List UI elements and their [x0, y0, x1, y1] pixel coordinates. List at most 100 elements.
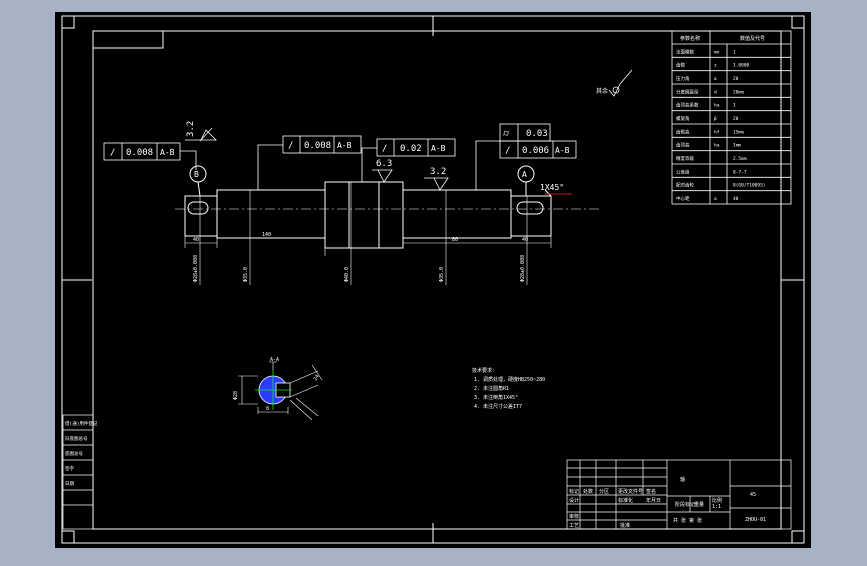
diameter-1: Φ28±0.008: [193, 255, 199, 282]
svg-text:批准: 批准: [620, 522, 630, 529]
roughness-1: [185, 127, 217, 142]
gear-table-cell: mn: [714, 50, 720, 55]
gear-table-cell: 齿根高: [676, 128, 690, 135]
section-view: [238, 361, 323, 421]
svg-text:分区: 分区: [599, 488, 609, 495]
gear-table-header-value: 数值及代号: [740, 35, 765, 42]
gear-table-cell: 40: [733, 196, 739, 202]
svg-text:轴: 轴: [680, 476, 685, 483]
gear-parameter-table: [671, 30, 792, 205]
roughness-2: [372, 169, 393, 183]
gear-table-cell: hf: [714, 129, 720, 135]
gear-table-cell: d: [714, 89, 717, 95]
gear-table-cell: β: [714, 116, 717, 122]
length-1: 40: [193, 237, 199, 243]
gear-table-cell: 20: [733, 116, 739, 122]
svg-text:标准化: 标准化: [618, 497, 633, 504]
side-stamp-label: 旧底图总号: [65, 435, 88, 442]
fcf-2-datum: A-B: [337, 141, 352, 150]
gear-table-cell: 公差组: [676, 168, 690, 175]
gear-table-cell: 1: [733, 49, 736, 55]
fcf-4: [475, 123, 577, 190]
diameter-2: Φ35.0: [243, 267, 249, 282]
gear-table-cell: 齿顶高系数: [676, 102, 699, 109]
datum-b: B: [189, 165, 207, 197]
center-marks: [62, 16, 804, 543]
svg-text:年月日: 年月日: [646, 497, 661, 504]
side-stamp-label: 签字: [65, 465, 74, 472]
fcf-1-symbol: /: [110, 148, 115, 158]
svg-text:45: 45: [750, 492, 756, 498]
fcf-2-tol: 0.008: [304, 141, 331, 151]
diameter-4: Φ35.0: [439, 267, 445, 282]
section-keyway: 8: [266, 406, 269, 412]
fcf-4a-tol: 0.03: [526, 129, 548, 139]
inner-frame: [92, 30, 782, 530]
gear-table-cell: ha: [714, 143, 720, 149]
roughness-3-value: 3.2: [430, 167, 446, 177]
shaft-main-view: [184, 181, 552, 249]
svg-text:技术要求：: 技术要求：: [472, 367, 497, 374]
section-diameter: Φ28: [233, 391, 239, 400]
gear-table-cell: 1.0000: [733, 63, 750, 69]
length-4: 40: [522, 237, 528, 243]
svg-text:设计: 设计: [569, 497, 579, 504]
svg-text:标记: 标记: [569, 488, 579, 495]
fcf-2-symbol: /: [288, 141, 293, 151]
gear-table-cell: 1: [733, 103, 736, 109]
side-stamp-label: 日期: [65, 481, 74, 487]
roughness-2-value: 6.3: [376, 159, 392, 169]
gear-table-cell: 配对齿轮: [676, 182, 694, 189]
svg-text:比例: 比例: [712, 497, 722, 504]
side-stamp-label: 借(通)用件登记: [65, 420, 98, 427]
gear-table-cell: 20: [733, 76, 739, 82]
fcf-3: [361, 138, 456, 182]
svg-text:工艺: 工艺: [569, 523, 579, 529]
fcf-1-datum: A-B: [160, 148, 175, 157]
diameter-dimension-lines: [199, 182, 528, 285]
fcf-4a-symbol: ⌭: [503, 129, 510, 139]
svg-text:4. 未注尺寸公差IT7: 4. 未注尺寸公差IT7: [474, 403, 522, 410]
fcf-1: [103, 142, 197, 170]
canvas-background: [55, 12, 811, 548]
svg-text:ZHOU-01: ZHOU-01: [745, 517, 766, 523]
fcf-4b-tol: 0.006: [522, 146, 549, 156]
svg-text:共 张 第 张: 共 张 第 张: [673, 517, 702, 524]
drawing-code-box: [92, 30, 164, 49]
svg-text:审核: 审核: [569, 513, 579, 520]
corner-marks: [62, 16, 804, 543]
fcf-3-datum: A-B: [431, 144, 446, 153]
gear-table-cell: 28mm: [733, 89, 744, 95]
technical-notes: 技术要求： 1. 调质处理，硬度HB250~280 2. 未注圆角R1 3. 未…: [472, 367, 545, 410]
datum-a: A: [517, 165, 535, 196]
roughness-other-label: 其余: [596, 87, 608, 95]
gear-table-cell: ha: [714, 103, 720, 109]
gear-table-cell: 齿顶高: [676, 142, 690, 149]
fcf-3-tol: 0.02: [400, 144, 422, 154]
gear-table-cell: a: [714, 197, 717, 202]
fcf-2: [257, 135, 362, 190]
gear-table-cell: α: [714, 77, 717, 82]
gear-table-cell: 2.5mm: [733, 156, 747, 162]
title-block: [566, 459, 792, 530]
svg-text:1:1: 1:1: [712, 504, 721, 510]
diameter-3: Φ40.0: [344, 267, 350, 282]
svg-text:3. 未注倒角1X45°: 3. 未注倒角1X45°: [474, 394, 518, 401]
gear-table-cell: 精度等级: [676, 155, 694, 162]
gear-table-cell: 中心距: [676, 195, 690, 202]
roughness-other: 其余: [596, 69, 633, 97]
svg-text:处数: 处数: [583, 488, 593, 495]
svg-text:B: B: [194, 170, 199, 179]
svg-text:2. 未注圆角R1: 2. 未注圆角R1: [474, 385, 509, 392]
length-dimension-lines: [184, 236, 552, 256]
gear-table-cell: 15mm: [733, 129, 744, 135]
length-3: 80: [452, 237, 458, 243]
side-stamp-label: 底图总号: [65, 450, 83, 457]
diameter-5: Φ28±0.008: [520, 255, 526, 282]
side-stamp-table: [62, 414, 94, 530]
svg-text:阶段标记: 阶段标记: [675, 501, 695, 508]
